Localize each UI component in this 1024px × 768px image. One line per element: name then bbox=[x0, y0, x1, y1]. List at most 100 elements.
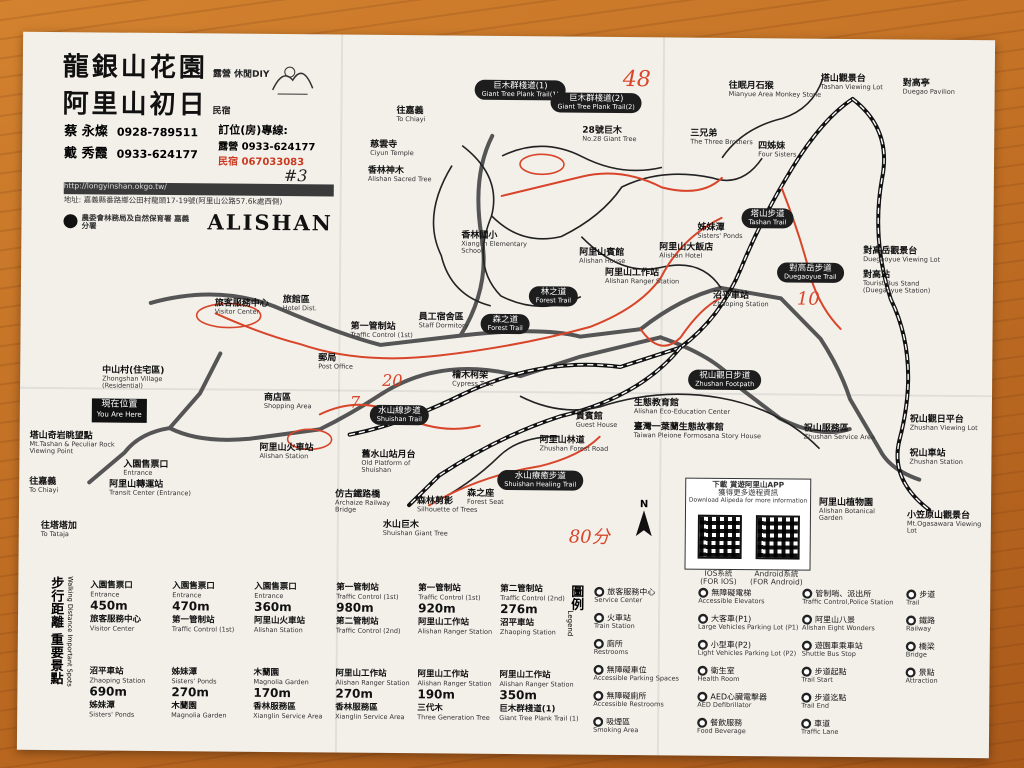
label-hotel-dist: 旅館區 Hotel Dist. bbox=[283, 295, 317, 313]
label-en: Zhongshan Village (Residential) bbox=[102, 374, 163, 391]
label-railway-bridge: 仿古鐵路橋 Archaize Railway Bridge bbox=[335, 490, 395, 515]
label-shuishan-giant-tree: 水山巨木 Shuishan Giant Tree bbox=[382, 520, 448, 538]
legend-label-en: Train Station bbox=[593, 621, 635, 631]
distance-to-en: Three Generation Tree bbox=[417, 713, 490, 722]
handwritten-note-3: 20 bbox=[382, 370, 403, 391]
label-en: Duegao Pavilion bbox=[902, 87, 955, 97]
label-en: Post Office bbox=[318, 362, 353, 372]
label-en: Transit Center (Entrance) bbox=[109, 488, 191, 498]
label-en: Forest Seat bbox=[467, 498, 504, 507]
label-zhushan-footpath: 祝山觀日步道 Zhushan Footpath bbox=[688, 369, 762, 391]
label-en: Visitor Center bbox=[214, 307, 260, 317]
label-alishan-hotel: 阿里山大飯店 Alishan Hotel bbox=[659, 242, 713, 261]
distance-to-en: Xianglin Service Area bbox=[253, 711, 323, 721]
distance-length: 920m bbox=[418, 601, 456, 616]
distance-to: 三代木 bbox=[417, 703, 443, 714]
distance-from: 入園售票口 bbox=[90, 580, 133, 591]
label-en: Shuishan Giant Tree bbox=[382, 529, 448, 538]
distance-length: 270m bbox=[171, 685, 210, 700]
android-qr-code[interactable] bbox=[755, 515, 800, 560]
label-giant-tree-trail-2: 巨木群棧道(2) Giant Tree Plank Trail(2) bbox=[550, 92, 642, 114]
label-old-platform: 舊水山站月台 Old Platform of Shuishan bbox=[361, 450, 441, 475]
label-en: Duegaoyue Trail bbox=[784, 272, 837, 282]
label-no28-tree: 28號巨木 No.28 Giant Tree bbox=[582, 126, 636, 144]
legend-label: 步道 bbox=[919, 590, 936, 600]
distance-to-en: Sisters' Ponds bbox=[89, 710, 135, 719]
legend-label-en: Traffic Control,Police Station bbox=[802, 597, 894, 607]
label-en: Shopping Area bbox=[263, 402, 312, 411]
label-en: Forest Trail bbox=[487, 324, 523, 333]
label-ogasawara: 小笠原山觀景台 Mt.Ogasawara Viewing Lot bbox=[907, 511, 987, 536]
distance-length: 360m bbox=[254, 599, 292, 615]
ios-qr-code[interactable] bbox=[697, 514, 742, 560]
legend-label-en: Alishan Eight Wonders bbox=[801, 623, 875, 633]
legend-title: 圖例 bbox=[568, 584, 584, 611]
label-en: To Tataja bbox=[40, 530, 69, 539]
legend-label-en: Food Beverage bbox=[697, 726, 746, 736]
legend-label-en: Accessible Elevators bbox=[698, 596, 765, 606]
you-are-here-marker: 現在位置 You Are Here bbox=[91, 398, 147, 423]
label-en: Tourist Bus Stand (Duegaoyue Station) bbox=[862, 279, 931, 295]
label-en: Alishan Hotel bbox=[659, 251, 703, 261]
label-zhushan-station: 祝山車站 Zhushan Station bbox=[909, 449, 963, 467]
distance-length: 470m bbox=[172, 599, 210, 614]
label-en: Tashan Viewing Lot bbox=[820, 83, 883, 92]
label-sacred-tree: 香林神木 Alishan Sacred Tree bbox=[367, 166, 432, 184]
legend-label-en: Accessible Parking Spaces bbox=[593, 673, 679, 683]
label-shuishan-trail: 水山線步道 Shuishan Trail bbox=[369, 404, 430, 426]
legend-label-en: Attraction bbox=[905, 676, 938, 685]
label-cypress-tree: 檜木柯架 Cypress Tree bbox=[452, 371, 494, 389]
label-alishan-station: 阿里山火車站 Alishan Station bbox=[259, 443, 313, 461]
label-en: Xianglin Elementary School bbox=[461, 240, 528, 256]
distance-from: 第一管制站 bbox=[418, 583, 461, 594]
distance-to: 阿里山工作站 bbox=[417, 617, 470, 628]
distance-from: 入園售票口 bbox=[172, 581, 215, 592]
app-download-box: 下載 賞遊阿里山APP 獲得更多遊程資訊 Download Alipeda fo… bbox=[684, 477, 812, 571]
distance-to-en: Visitor Center bbox=[89, 624, 135, 633]
label-transit-center: 阿里山轉運站 Transit Center (Entrance) bbox=[109, 480, 199, 498]
ios-label-en: (FOR IOS) bbox=[700, 576, 737, 587]
label-en: Four Sisters bbox=[758, 150, 797, 159]
legend-label-en: Shuttle Bus Stop bbox=[801, 649, 856, 659]
label-duegaoyue-viewing: 對高岳觀景台 Duegaoyue Viewing Lot bbox=[863, 246, 940, 264]
label-en: Forest Trail bbox=[535, 296, 572, 305]
distance-length: 270m bbox=[335, 686, 374, 701]
handwritten-note-4: 7 bbox=[349, 392, 361, 412]
label-entrance: 入園售票口 Entrance bbox=[123, 460, 168, 478]
legend-label-en: Trail Start bbox=[801, 675, 833, 684]
label-zhushan-service: 祝山服務區 Zhushan Service Area bbox=[804, 424, 876, 442]
distance-to: 第二管制站 bbox=[335, 616, 379, 627]
brand-logo bbox=[268, 58, 318, 98]
legend-label-en: Health Room bbox=[697, 674, 740, 684]
label-en: Taiwan Pleione Formosana Story House bbox=[633, 431, 762, 441]
label-guest-house: 貴賓館 Guest House bbox=[576, 412, 618, 430]
distance-to: 香林服務區 bbox=[253, 701, 296, 713]
label-duegao-station: 對高站 Tourist Bus Stand (Duegaoyue Station… bbox=[862, 270, 953, 295]
label-en: Old Platform of Shuishan bbox=[361, 459, 411, 475]
legend-label-en: Trail bbox=[906, 598, 920, 607]
legend-label-en: Accessible Restrooms bbox=[593, 699, 664, 709]
label-duegaoyue-trail: 對高岳步道 Duegaoyue Trail bbox=[776, 262, 844, 284]
label-en: Cypress Tree bbox=[452, 379, 494, 389]
label-en: Alishan Sacred Tree bbox=[367, 175, 432, 184]
ios-caption: IOS系統 (FOR IOS) bbox=[690, 569, 746, 587]
label-ciyun-temple: 慈雲寺 Ciyun Temple bbox=[370, 140, 414, 158]
label-duegao-pavilion: 對高亭 Duegao Pavilion bbox=[902, 78, 955, 97]
